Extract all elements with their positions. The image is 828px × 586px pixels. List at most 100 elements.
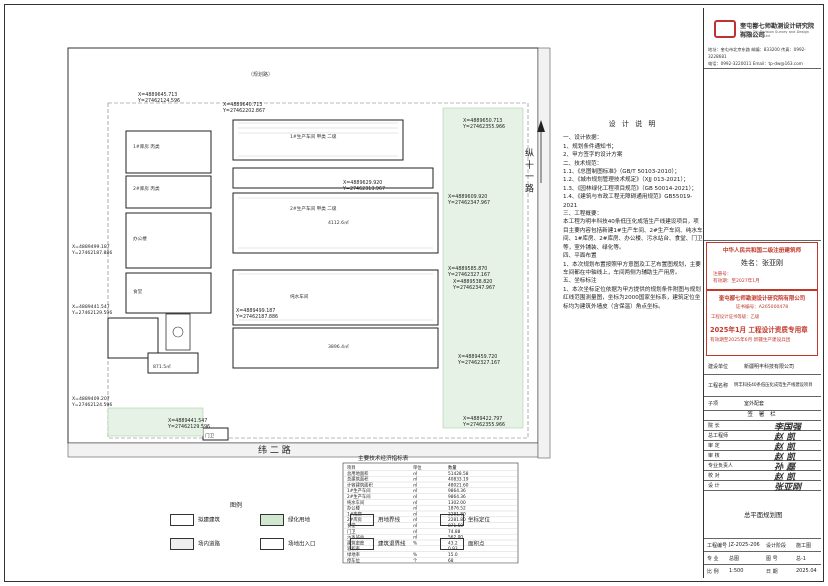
- tech-table-cell: 15.0: [448, 552, 458, 558]
- tech-table-cell: 51428.58: [448, 471, 469, 477]
- tech-table-cell: ㎡: [413, 476, 418, 483]
- stage-value: 施工图: [796, 543, 812, 549]
- area-label-1: 4112.6㎡: [328, 219, 349, 226]
- label-bldg-5: 2#库房 丙类: [133, 185, 160, 192]
- sign-role: 院 长: [708, 423, 720, 429]
- legend-item: 场地出入口: [260, 538, 316, 550]
- discipline-row: 专 业 总图 图 号 总-1: [704, 551, 821, 565]
- area-label-3: 871.5㎡: [153, 363, 171, 370]
- coord-west-6: Y=27462124.596: [71, 402, 112, 408]
- coord-west-1: X=4889499.187: [72, 244, 110, 250]
- sheet-value: 总-1: [796, 556, 806, 562]
- top-road-note: （规划路）: [248, 71, 273, 78]
- stage-label: 设计阶段: [766, 543, 787, 549]
- firm-name: 奎屯鄯七师勘测设计研究院有限公司: [740, 23, 815, 39]
- sign-signature: 李国强: [774, 423, 802, 433]
- coord-13: X=4889538.820: [453, 279, 492, 285]
- drawing-title: 总平面规划图: [744, 511, 783, 519]
- tech-table-cell: 9864.36: [448, 494, 466, 500]
- legend-label: 面积点: [468, 541, 485, 548]
- firm-address: 地址：奎屯市北京东路 邮编：833200 传真：0992-3228681: [708, 47, 806, 59]
- tech-table-cell: 2#生产车间: [347, 493, 371, 500]
- sign-heading-row: 签 署 栏: [704, 410, 821, 421]
- building-west-1: [125, 130, 212, 174]
- scale-value: 1:500: [729, 568, 744, 574]
- label-bldg-7: 食堂: [133, 288, 143, 295]
- tech-table-cell: 个: [413, 558, 418, 564]
- coord-19: X=4889441.547: [168, 418, 207, 424]
- legend-swatch: [440, 538, 464, 550]
- coord-22: Y=27462355.966: [462, 422, 505, 428]
- green-south: [107, 407, 204, 437]
- tech-table-cell: 总用地面积: [347, 470, 369, 477]
- project-value: 明丰科技40条低压化成箔生产线建设项目: [734, 383, 813, 388]
- tech-table-cell: 建筑密度: [347, 539, 365, 546]
- project-no-row: 工程编号 JZ-2025-206 设计阶段 施工图: [704, 538, 821, 552]
- date-label: 日 期: [766, 569, 778, 575]
- legend-swatch: [350, 538, 374, 550]
- coord-12: Y=27462327.167: [447, 272, 490, 278]
- coord-16: Y=27462187.886: [235, 314, 278, 320]
- building-3: [232, 269, 439, 326]
- tech-table-cell: 43.2: [448, 540, 458, 546]
- note-line: 1、本次规划布置按照甲方意图及工艺布置图规划，主要车间都在中轴线上，车间两侧为辅…: [563, 261, 701, 276]
- sign-role: 总工程师: [708, 433, 729, 439]
- note-line: 三、工程概要：: [563, 211, 603, 218]
- coord-14: Y=27462347.967: [452, 285, 495, 291]
- sign-signature: 赵 凯: [774, 443, 796, 453]
- note-line: 1、本次坐标定位依据为甲方提供的规划条件附图与规划红线范围测量图，坐标为2000…: [563, 286, 701, 310]
- tech-table-cell: %: [413, 540, 417, 546]
- note-line: 1、规划条件通知书；: [563, 143, 617, 150]
- label-bldg-6: 办公楼: [133, 235, 147, 242]
- project-no: JZ-2025-206: [729, 542, 760, 548]
- architect-stamp: 中华人民共和国二级注册建筑师 姓名：张亚刚 注册号： 有效期：至2027年1月: [706, 242, 818, 290]
- subitem-label: 子项: [708, 401, 719, 407]
- stamp-valid: 有效期：至2027年1月: [713, 279, 760, 284]
- coord-8: Y=27462313.967: [342, 186, 385, 192]
- coord-2: Y=27462124.596: [137, 98, 180, 104]
- building-west-2: [125, 175, 212, 209]
- tech-table-cell: 9864.36: [448, 488, 466, 494]
- institute-cert-desc: 工程设计证书等级：乙级: [711, 315, 760, 320]
- tech-table-cell: 1302.00: [448, 500, 466, 506]
- institute-valid: 有效期至2025年6月 新疆生产建设兵团: [710, 338, 791, 343]
- building-1: [232, 119, 404, 161]
- note-line: 五、坐标标注: [563, 278, 597, 285]
- firm-logo: [714, 20, 736, 38]
- sign-row: 专业负责人孙 磊: [704, 460, 821, 473]
- date-value: 2025.04: [796, 568, 817, 574]
- building-2: [232, 192, 439, 254]
- building-west-4: [125, 272, 212, 314]
- coord-15: X=4889499.187: [236, 308, 275, 314]
- legend-item: 坐标定位: [440, 514, 490, 526]
- coord-1: X=4889645.713: [138, 92, 177, 98]
- building-canteen: [147, 352, 199, 374]
- sign-role: 专业负责人: [708, 463, 734, 469]
- legend-item: 面积点: [440, 538, 485, 550]
- institute-year: 2025年1月 工程设计资质专用章: [710, 326, 808, 334]
- south-road: [67, 442, 539, 458]
- sign-row: 院 长 李国强: [704, 420, 821, 433]
- sign-row: 设 计张亚刚: [704, 480, 821, 493]
- subitem-row: 子项 室外配套: [704, 396, 821, 411]
- tech-table-cell: 48021.60: [448, 482, 469, 488]
- legend-swatch: [260, 514, 284, 526]
- tech-table-cell: 562.00: [448, 535, 463, 541]
- tech-table-cell: ㎡: [413, 516, 418, 523]
- sign-signature: 赵 凯: [774, 433, 796, 443]
- scale-label: 比 例: [707, 569, 719, 575]
- stamp-country: 中华人民共和国二级注册建筑师: [722, 248, 802, 254]
- coord-7: X=4889629.920: [343, 180, 382, 186]
- note-line: 本工程为明丰科技40条低压化成箔生产线建设项目，项目主要内容包括新建1#生产车间…: [563, 219, 703, 251]
- title-block: 奎屯鄯七师勘测设计研究院有限公司 Kuitun 7th Division Sur…: [703, 8, 821, 578]
- legend-label: 建筑退界线: [378, 541, 406, 548]
- owner-label: 建设单位: [708, 364, 729, 370]
- label-bldg-4: 1#库房 丙类: [133, 143, 160, 150]
- north-arrow: [537, 120, 545, 183]
- coord-18: Y=27462327.167: [457, 360, 500, 366]
- sign-row: 总工程师 赵 凯: [704, 430, 821, 443]
- label-bldg-8: 门卫: [205, 432, 215, 439]
- tech-table-cell: 40833.19: [448, 477, 469, 483]
- tech-table-cell: %: [413, 552, 417, 558]
- notes-heading: 设 计 说 明: [608, 120, 658, 128]
